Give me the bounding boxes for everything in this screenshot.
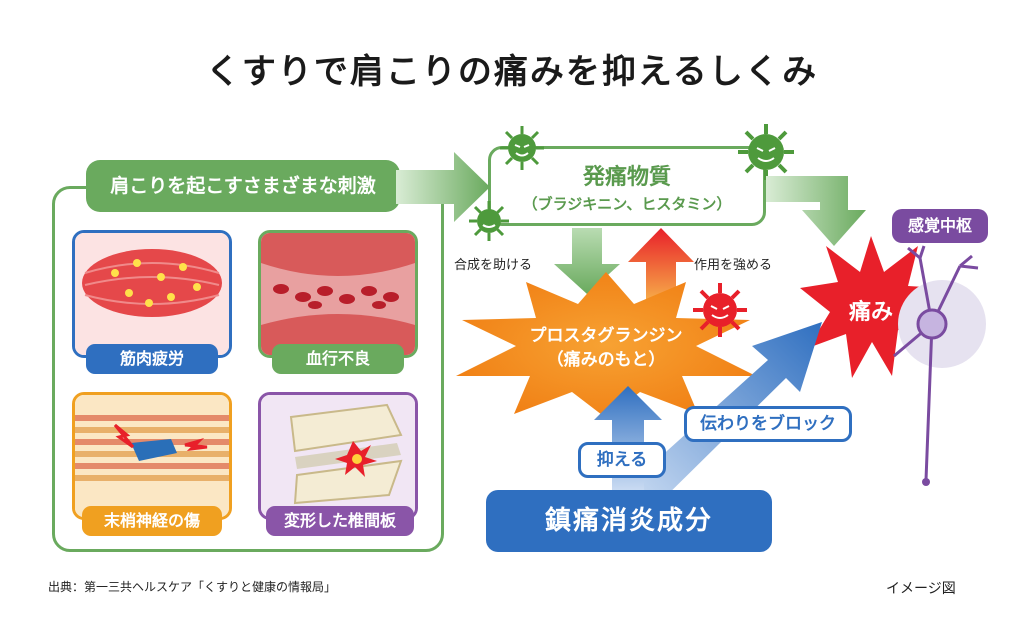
- germ-icon: [500, 126, 544, 170]
- pain-substance-box: 発痛物質 （ブラジキニン、ヒスタミン）: [488, 146, 766, 226]
- panel-label-peripheral-nerve-damage: 末梢神経の傷: [82, 506, 222, 536]
- suppress-label: 抑える: [578, 442, 666, 478]
- pain-label: 痛み: [848, 300, 893, 325]
- stimulus-label: 肩こりを起こすさまざまな刺激: [86, 160, 400, 212]
- nsaid-label: 鎮痛消炎成分: [486, 490, 772, 552]
- pain-substance-title: 発痛物質: [582, 165, 671, 190]
- prostaglandin-burst: [456, 272, 756, 418]
- pain-burst: [800, 236, 942, 378]
- synthesis-label: 合成を助ける: [454, 258, 533, 273]
- suppress-arrow: [594, 386, 662, 494]
- block-label: 伝わりをブロック: [684, 406, 852, 442]
- neuron-illustration: [893, 245, 986, 486]
- panel-label-deformed-disc: 変形した椎間板: [266, 506, 414, 536]
- to-pain-arrow: [766, 176, 866, 246]
- panel-label-muscle-fatigue: 筋肉疲労: [86, 344, 218, 374]
- pain-substance-subtitle: （ブラジキニン、ヒスタミン）: [522, 195, 732, 213]
- panel-label-poor-circulation: 血行不良: [272, 344, 404, 374]
- panel-peripheral-nerve-damage: [72, 392, 232, 520]
- panel-poor-circulation: [258, 230, 418, 358]
- strengthen-label: 作用を強める: [694, 258, 773, 273]
- sensory-center-label: 感覚中枢: [892, 209, 988, 243]
- prostaglandin-text: プロスタグランジン （痛みのもと）: [500, 324, 712, 372]
- footer-image-note: イメージ図: [886, 581, 956, 597]
- poor-circulation-illustration: [261, 233, 415, 355]
- page-title: くすりで肩こりの痛みを抑えるしくみ: [205, 52, 819, 92]
- strengthen-arrow: [628, 228, 694, 304]
- panel-muscle-fatigue: [72, 230, 232, 358]
- prostaglandin-line1: プロスタグランジン: [529, 326, 683, 346]
- germ-icon: [738, 124, 794, 180]
- nerve-damage-illustration: [75, 395, 229, 517]
- footer-source: 出典：第一三共ヘルスケア「くすりと健康の情報局」: [48, 580, 337, 594]
- prostaglandin-line2: （痛みのもと）: [546, 350, 666, 370]
- germ-icon: [693, 283, 747, 337]
- muscle-fatigue-illustration: [75, 233, 229, 355]
- germ-icon: [469, 201, 509, 241]
- panel-deformed-disc: [258, 392, 418, 520]
- deformed-disc-illustration: [261, 395, 415, 517]
- stimulus-arrow: [396, 152, 490, 222]
